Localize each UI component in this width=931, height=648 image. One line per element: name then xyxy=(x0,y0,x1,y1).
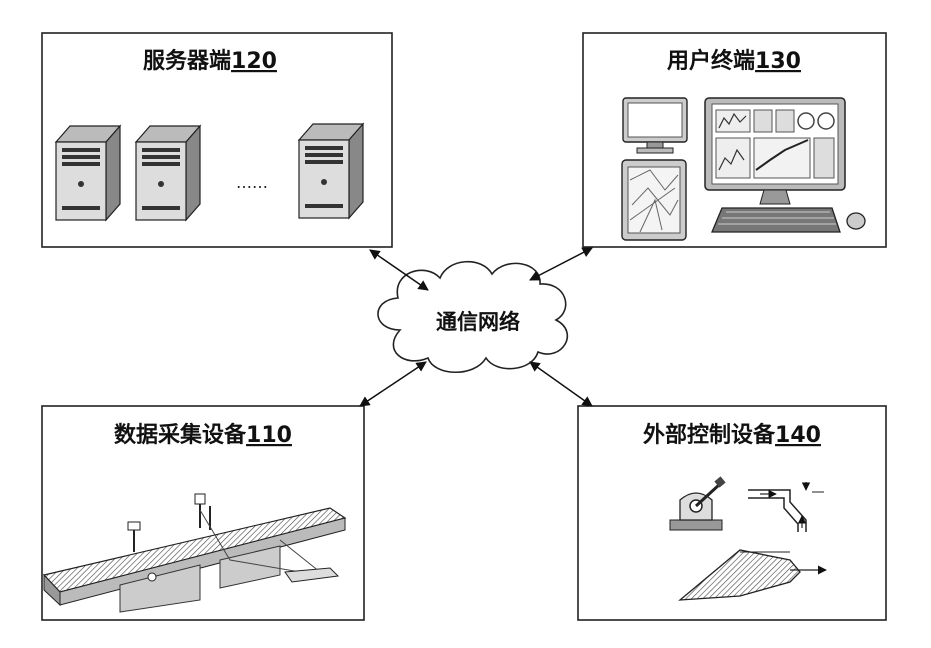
server-title: 服务器端120 xyxy=(143,49,277,74)
tablet-map-icon xyxy=(622,160,686,240)
terminal-box: 用户终端130 xyxy=(583,33,886,247)
mouse-icon xyxy=(847,213,865,229)
server-box: 服务器端120 …… xyxy=(42,33,392,247)
server-tower-icon xyxy=(136,126,200,220)
collector-title: 数据采集设备110 xyxy=(114,422,292,448)
collector-box: 数据采集设备110 xyxy=(42,406,364,620)
collector-network-arrow xyxy=(360,362,426,406)
network-label: 通信网络 xyxy=(436,310,520,334)
controller-title: 外部控制设备140 xyxy=(643,422,821,448)
server-ellipsis: …… xyxy=(236,173,268,192)
controller-box: 外部控制设备140 xyxy=(578,406,886,620)
server-tower-icon xyxy=(56,126,120,220)
terminal-network-arrow xyxy=(530,248,592,280)
keyboard-icon xyxy=(712,208,840,232)
terminal-title: 用户终端130 xyxy=(667,48,801,74)
server-tower-icon xyxy=(299,124,363,218)
controller-network-arrow xyxy=(530,362,592,406)
dashboard-monitor-icon xyxy=(705,98,845,204)
network-cloud: 通信网络 xyxy=(378,262,567,373)
